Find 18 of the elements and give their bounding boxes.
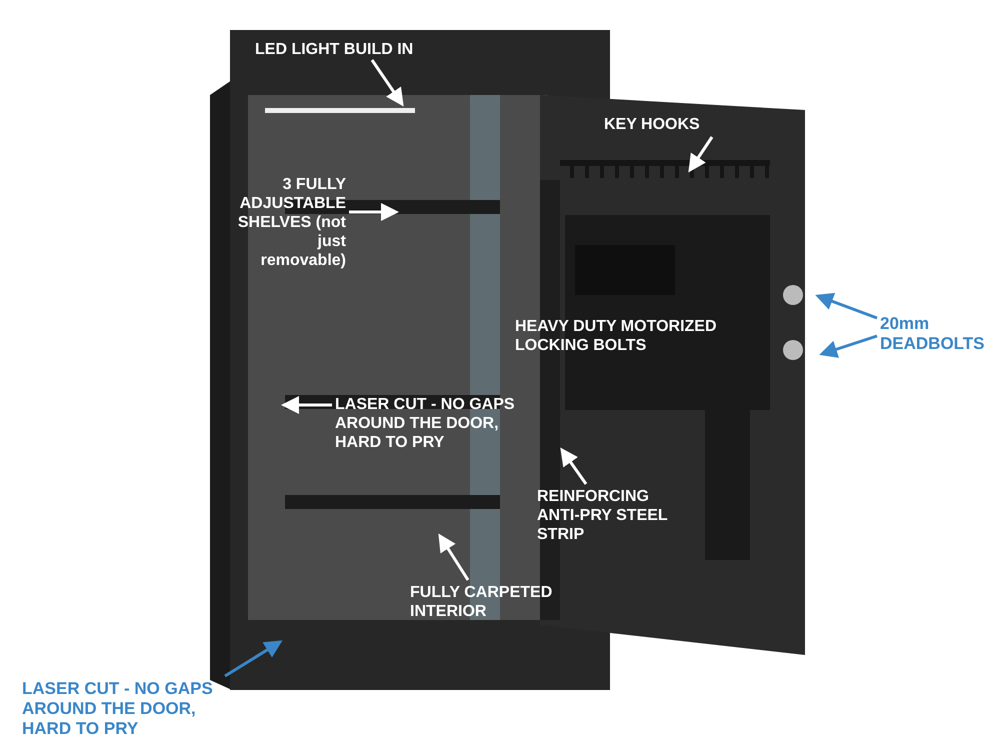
leader-arrow (281, 396, 332, 414)
leader-arrow (819, 334, 878, 358)
callout-text: REINFORCING ANTI-PRY STEEL STRIP (537, 487, 687, 544)
callout-text: FULLY CARPETED INTERIOR (410, 583, 580, 621)
callout-text: LASER CUT - NO GAPS AROUND THE DOOR, HARD TO PRY (335, 395, 545, 452)
leader-arrow (224, 640, 283, 678)
callout-text: 3 FULLY ADJUSTABLE SHELVES (not just removable) (232, 175, 346, 270)
leader-arrow (560, 448, 588, 485)
callout-text: KEY HOOKS (604, 115, 724, 134)
callout-text: HEAVY DUTY MOTORIZED LOCKING BOLTS (515, 317, 718, 355)
leader-arrow (688, 136, 714, 172)
leader-arrow (438, 533, 470, 581)
callout-text: LASER CUT - NO GAPS AROUND THE DOOR, HARD TO PRY (22, 679, 222, 739)
leader-arrow (349, 203, 399, 221)
leader-arrow (815, 292, 878, 320)
callout-text: LED LIGHT BUILD IN (255, 40, 475, 59)
leader-arrow (370, 59, 404, 106)
callout-text: 20mm DEADBOLTS (880, 314, 995, 354)
